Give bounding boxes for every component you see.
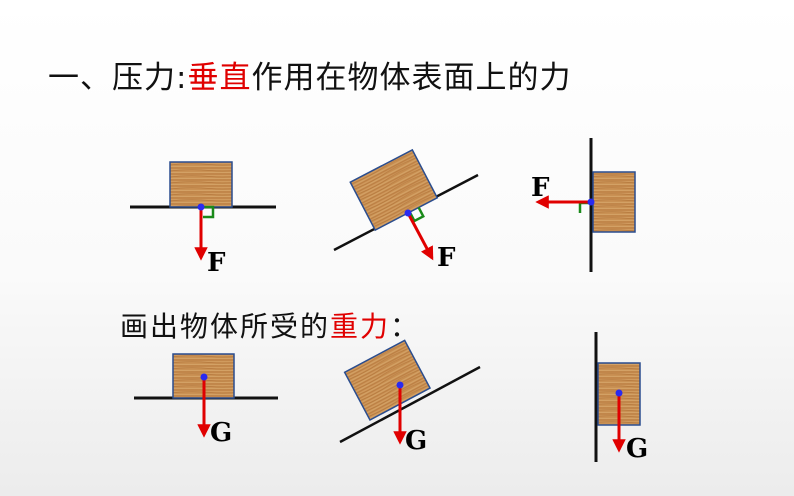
right-angle-mark xyxy=(408,206,425,223)
force-label-g: G xyxy=(210,418,232,448)
center-of-gravity-dot xyxy=(200,373,208,381)
subheading-highlight: 重力 xyxy=(330,310,391,343)
gravity-incline: G xyxy=(339,339,481,456)
incline-line xyxy=(339,365,481,444)
force-label-g: G xyxy=(626,434,648,464)
pressure-arrow xyxy=(406,212,434,261)
wooden-block xyxy=(349,148,439,232)
wooden-block xyxy=(169,161,233,208)
pressure-wall: F xyxy=(531,138,636,272)
subheading: 画出物体所受的重力： xyxy=(120,305,420,345)
subheading-prefix: 画出物体所受的 xyxy=(120,310,331,343)
force-label-f: F xyxy=(207,248,226,278)
wooden-block xyxy=(592,171,636,233)
force-label-f: F xyxy=(531,173,550,203)
heading-highlight: 垂直 xyxy=(187,60,252,96)
pressure-incline: F xyxy=(333,148,479,273)
force-label-g: G xyxy=(405,426,427,456)
force-label-f: F xyxy=(437,243,456,273)
center-of-gravity-dot xyxy=(615,389,623,397)
heading-suffix: 作用在物体表面上的力 xyxy=(251,60,572,96)
wooden-block xyxy=(343,339,432,421)
right-angle-mark xyxy=(203,205,215,219)
heading: 一、压力:垂直作用在物体表面上的力 xyxy=(48,52,571,97)
contact-dot xyxy=(404,209,412,217)
pressure-horizontal: F xyxy=(130,161,276,278)
heading-prefix: 一、压力: xyxy=(48,60,188,96)
center-of-gravity-dot xyxy=(396,381,404,389)
gravity-wall: G xyxy=(594,332,648,464)
contact-dot xyxy=(587,198,595,206)
contact-dot xyxy=(197,203,205,211)
subheading-suffix: ： xyxy=(390,310,421,343)
gravity-horizontal: G xyxy=(134,353,278,448)
